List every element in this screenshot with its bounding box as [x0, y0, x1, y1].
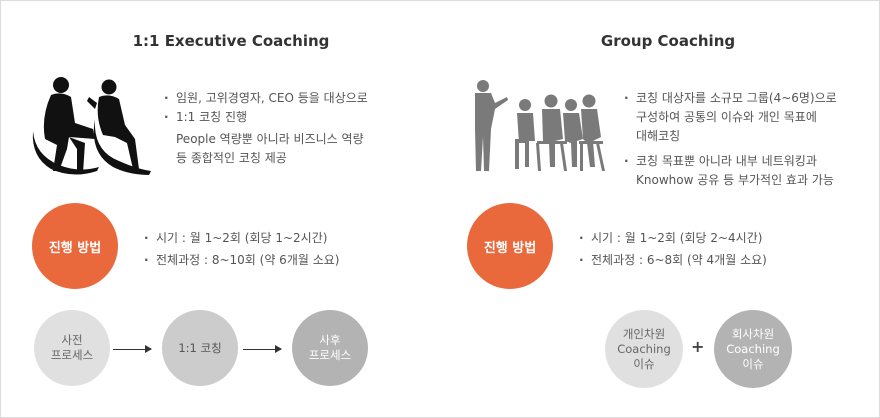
- executive-method-details: 시기 : 월 1~2회 (회당 1~2시간) 전체과정 : 8~10회 (약 6…: [144, 229, 404, 270]
- pre-process-label: 프로세스: [50, 348, 94, 362]
- executive-title: 1:1 Executive Coaching: [132, 32, 330, 50]
- executive-method-badge: 진행 방법: [32, 203, 118, 289]
- personal-issue-label: Coaching: [617, 341, 671, 356]
- executive-bullet: 임원, 고위경영자, CEO 등을 대상으로: [164, 89, 404, 108]
- executive-bullet-cont: 등 종합적인 코칭 제공: [176, 151, 287, 165]
- group-method-item: 전체과정 : 6~8회 (약 4개월 소요): [579, 251, 839, 270]
- arrow-right-icon: [243, 345, 282, 353]
- plus-icon: +: [691, 337, 705, 356]
- one-on-one-coaching-circle: 1:1 코칭: [162, 310, 238, 386]
- post-process-circle: 사후 프로세스: [292, 310, 368, 386]
- personal-issue-label: 개인차원: [622, 326, 666, 341]
- one-on-one-coaching-label: 1:1 코칭: [178, 340, 222, 355]
- post-process-label: 사후: [319, 333, 341, 347]
- executive-method-item: 전체과정 : 8~10회 (약 6개월 소요): [144, 251, 404, 270]
- group-method-badge: 진행 방법: [467, 203, 553, 289]
- group-bullet-cont: Knowhow 공유 등 부가적인 효과 가능: [636, 173, 834, 187]
- group-description: 코칭 대상자를 소규모 그룹(4~6명)으로 구성하여 공통의 이슈와 개인 목…: [624, 89, 869, 190]
- company-issue-circle: 회사차원 Coaching 이슈: [714, 310, 792, 388]
- arrow-right-icon: [113, 345, 152, 353]
- group-method-item: 시기 : 월 1~2회 (회당 2~4시간): [579, 229, 839, 248]
- executive-description: 임원, 고위경영자, CEO 등을 대상으로 1:1 코칭 진행 People …: [164, 89, 404, 168]
- group-bullet: 코칭 대상자를 소규모 그룹(4~6명)으로: [624, 89, 869, 108]
- group-bullet: 코칭 목표뿐 아니라 내부 네트워킹과: [624, 152, 869, 171]
- pre-process-label: 사전: [61, 333, 83, 347]
- post-process-label: 프로세스: [308, 348, 352, 362]
- group-bullet-cont: 구성하여 공통의 이슈와 개인 목표에: [636, 110, 817, 124]
- group-method-details: 시기 : 월 1~2회 (회당 2~4시간) 전체과정 : 6~8회 (약 4개…: [579, 229, 839, 270]
- presenter-and-seated-group-icon: [471, 79, 611, 175]
- personal-issue-label: 이슈: [633, 356, 655, 371]
- executive-bullet: 1:1 코칭 진행: [164, 108, 404, 127]
- company-issue-label: Coaching: [726, 341, 780, 356]
- group-bullet-cont: 대해코칭: [636, 129, 681, 143]
- pre-process-circle: 사전 프로세스: [34, 310, 110, 386]
- group-title: Group Coaching: [600, 32, 736, 50]
- executive-bullet-cont: People 역량뿐 아니라 비즈니스 역량: [176, 132, 364, 146]
- company-issue-label: 이슈: [742, 356, 764, 371]
- two-people-seated-conversation-icon: [29, 73, 154, 181]
- personal-issue-circle: 개인차원 Coaching 이슈: [605, 310, 683, 388]
- executive-method-item: 시기 : 월 1~2회 (회당 1~2시간): [144, 229, 404, 248]
- company-issue-label: 회사차원: [731, 326, 775, 341]
